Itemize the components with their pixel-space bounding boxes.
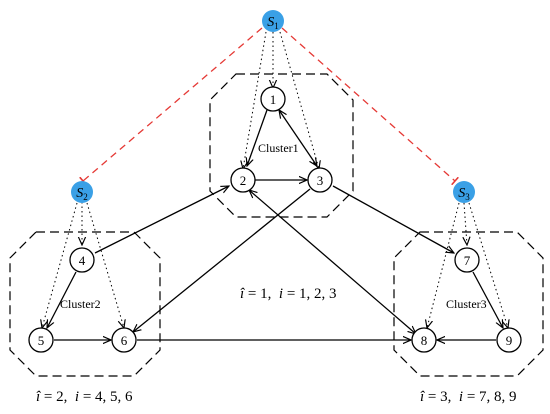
edge-n1-n3 [279, 110, 317, 166]
svg-text:3: 3 [317, 173, 324, 188]
edge-n3-n6 [133, 188, 311, 332]
source-s2: S2 [71, 181, 93, 203]
formula-cluster3: î = 3, i = 7, 8, 9 [420, 389, 517, 405]
dotted-s1-n3 [279, 31, 319, 169]
svg-text:S1: S1 [267, 15, 279, 31]
svg-text:5: 5 [38, 333, 45, 348]
edge-n4-n5 [47, 271, 77, 328]
svg-text:7: 7 [464, 253, 471, 268]
source-s1: S1 [262, 10, 284, 32]
link-s1-s3 [281, 27, 459, 186]
edge-n3-n7 [332, 185, 454, 253]
dotted-s2-n5 [42, 202, 78, 328]
node-6: 6 [111, 327, 137, 353]
node-8: 8 [411, 327, 437, 353]
edge-n7-n9 [472, 271, 503, 328]
dotted-s3-n7 [464, 202, 467, 245]
dotted-s3-n9 [468, 202, 508, 328]
node-1: 1 [260, 86, 286, 112]
dotted-s2-n6 [86, 202, 124, 328]
svg-text:8: 8 [421, 333, 428, 348]
svg-text:2: 2 [240, 173, 247, 188]
node-9: 9 [496, 327, 522, 353]
node-7: 7 [454, 247, 480, 273]
cluster3-label: Cluster3 [446, 297, 487, 311]
cluster1-label: Cluster1 [258, 141, 299, 155]
svg-text:1: 1 [270, 92, 277, 107]
source-s3: S3 [453, 181, 475, 203]
dotted-s1-n2 [243, 31, 267, 169]
edge-n1-n2 [247, 109, 268, 166]
link-s1-s2 [79, 27, 263, 186]
node-4: 4 [69, 247, 95, 273]
cluster2-label: Cluster2 [60, 297, 101, 311]
node-5: 5 [28, 327, 54, 353]
svg-text:9: 9 [506, 333, 513, 348]
svg-text:6: 6 [121, 333, 128, 348]
svg-text:4: 4 [79, 253, 86, 268]
svg-text:S3: S3 [458, 186, 470, 202]
formula-cluster2: î = 2, i = 4, 5, 6 [36, 389, 133, 405]
formula-cluster1: î = 1, i = 1, 2, 3 [240, 286, 337, 302]
edge-n4-n2 [94, 186, 229, 254]
node-2: 2 [230, 167, 256, 193]
edge-n2-n8 [249, 190, 416, 334]
svg-text:S2: S2 [76, 186, 88, 202]
node-3: 3 [307, 167, 333, 193]
